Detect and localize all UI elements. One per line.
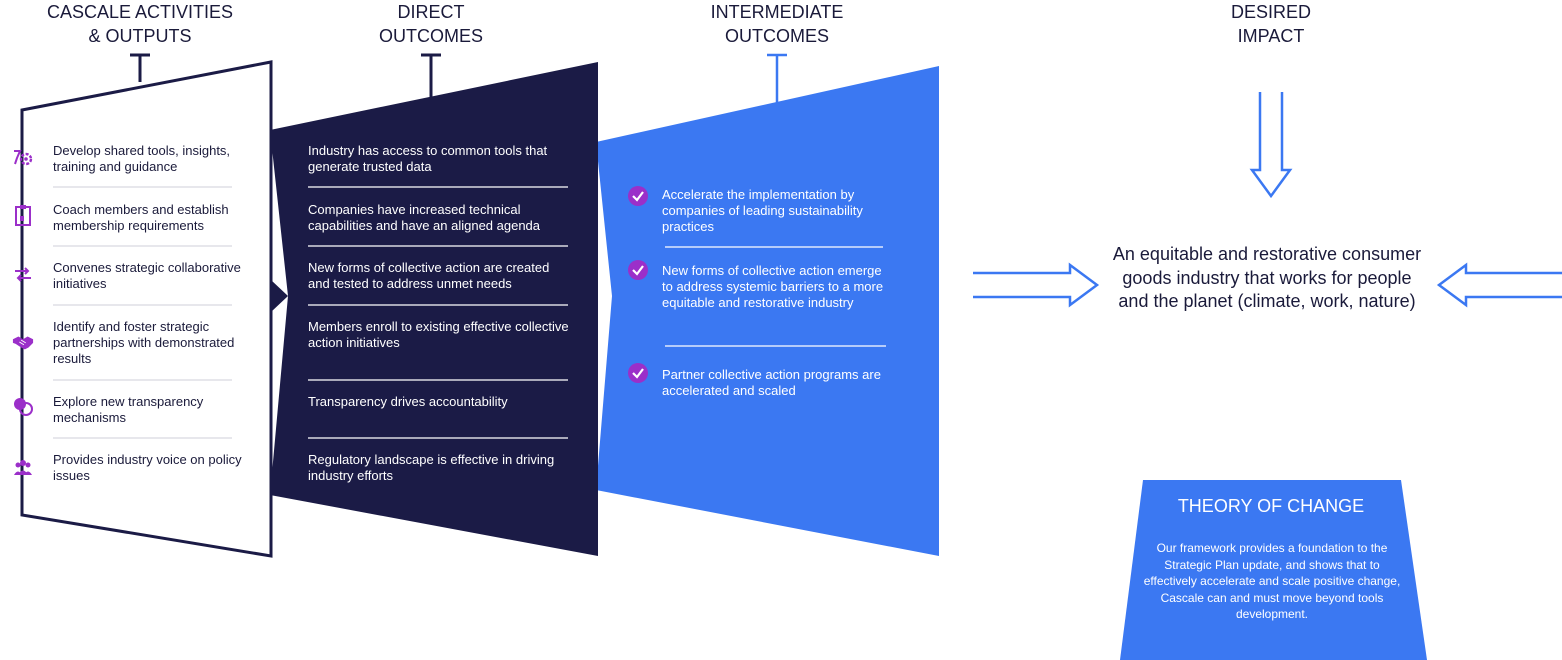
clipboard-icon (15, 205, 31, 226)
direct-connector (421, 53, 441, 97)
checkmark-icon (628, 260, 648, 280)
header-direct-outcomes: DIRECT OUTCOMES (378, 2, 483, 46)
theory-of-change-title: THEORY OF CHANGE (1177, 496, 1365, 516)
activity-item: Develop shared tools, insights, training… (53, 143, 231, 174)
people-group-icon (14, 460, 32, 475)
checkmark-icon (628, 363, 648, 383)
theory-of-change-body: Our framework provides a foundation to t… (1143, 541, 1401, 621)
direct-outcome-item: Members enroll to existing effective col… (308, 319, 569, 350)
activities-connector (130, 53, 150, 82)
intermediate-dividers (665, 246, 886, 347)
exchange-arrows-icon (15, 267, 31, 282)
direct-outcome-item: Companies have increased technical capab… (308, 202, 541, 233)
right-arrow-icon (973, 262, 1100, 308)
direct-outcome-item: Industry has access to common tools that… (308, 143, 548, 174)
header-activities: CASCALE ACTIVITIES & OUTPUTS (46, 2, 234, 46)
activities-dividers (53, 186, 232, 439)
direct-outcome-item: Transparency drives accountability (308, 394, 508, 409)
direct-outcomes-panel (270, 62, 598, 556)
checkmark-icon (628, 186, 648, 206)
intermediate-connector (767, 53, 787, 103)
left-arrow-icon (1436, 262, 1562, 308)
down-arrow-icon (1249, 92, 1293, 199)
intermediate-outcome-item: Partner collective action programs are a… (662, 367, 881, 398)
transparency-circles-icon (14, 398, 33, 416)
desired-impact-text: An equitable and restorative consumer go… (1112, 244, 1422, 311)
direct-dividers (308, 186, 568, 439)
header-intermediate-outcomes: INTERMEDIATE OUTCOMES (710, 2, 844, 46)
activity-item: Coach members and establish membership r… (53, 202, 229, 233)
activity-item: Convenes strategic collaborative initiat… (53, 260, 241, 291)
header-desired-impact: DESIRED IMPACT (1230, 2, 1311, 46)
handshake-icon (12, 336, 34, 350)
theory-of-change-panel (1120, 480, 1427, 660)
intermediate-outcomes-panel (596, 66, 939, 556)
activity-item: Provides industry voice on policy issues (53, 452, 242, 483)
direct-outcome-item: Regulatory landscape is effective in dri… (308, 452, 555, 483)
direct-outcome-item: New forms of collective action are creat… (308, 260, 550, 291)
intermediate-outcome-item: Accelerate the implementation by compani… (662, 187, 863, 234)
intermediate-outcome-item: New forms of collective action emerge to… (662, 263, 884, 310)
activity-item: Explore new transparency mechanisms (53, 394, 204, 425)
activities-arrow-tip (271, 280, 288, 312)
tools-gear-icon (14, 150, 33, 166)
activity-item: Identify and foster strategic partnershi… (53, 319, 235, 366)
